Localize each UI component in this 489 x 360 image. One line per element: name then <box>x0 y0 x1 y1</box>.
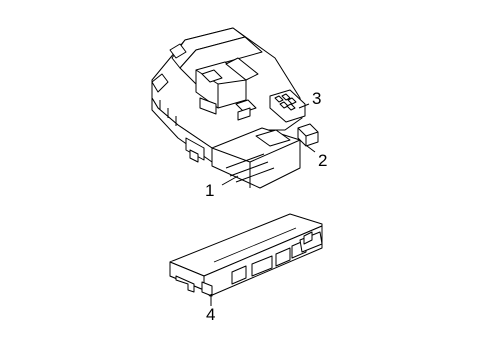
control-module <box>169 213 323 297</box>
callout-label-3: 3 <box>312 89 322 108</box>
callout-label-1: 1 <box>205 181 215 200</box>
fuse-relay-box <box>151 27 319 189</box>
callout-label-2: 2 <box>318 151 328 170</box>
leader-lines <box>210 103 316 306</box>
callout-label-4: 4 <box>206 305 216 324</box>
